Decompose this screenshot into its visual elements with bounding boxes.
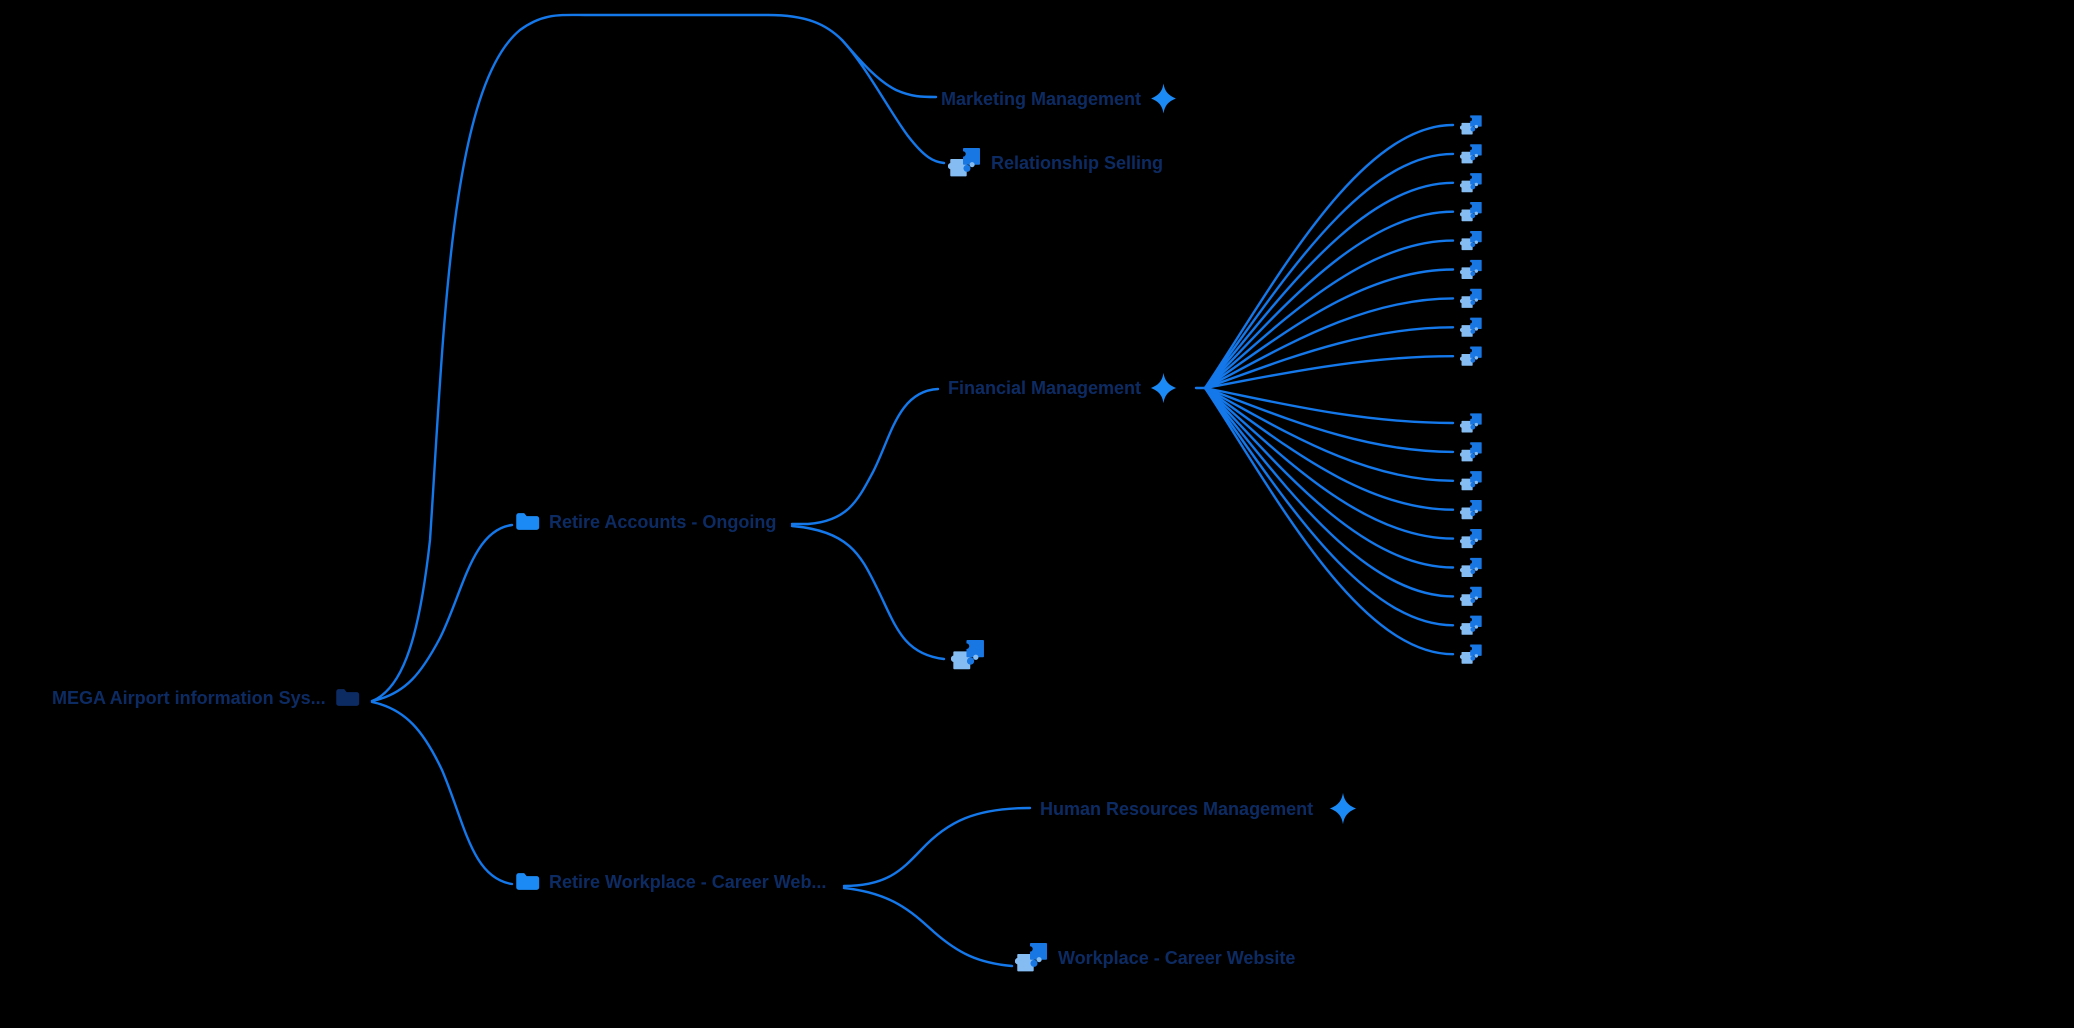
node-label: Marketing Management	[941, 88, 1142, 109]
node-label: Relationship Selling	[991, 153, 1164, 173]
component-puzzle-icon[interactable]	[1460, 173, 1482, 193]
component-puzzle-icon[interactable]	[1460, 471, 1482, 491]
component-puzzle-icon[interactable]	[1460, 413, 1482, 433]
edge-financial-to-component	[1203, 152, 1455, 390]
component-puzzle-icon[interactable]	[1460, 500, 1482, 520]
edge-financial-to-component	[1203, 268, 1455, 390]
sparkle-icon	[1150, 372, 1177, 404]
edge-financial-to-component	[1203, 181, 1455, 390]
node-label: Retire Workplace - Career Web...	[549, 871, 827, 892]
component-puzzle-icon[interactable]	[1460, 288, 1482, 308]
component-puzzle-icon[interactable]	[1460, 586, 1482, 606]
edge-financial-to-component	[1203, 386, 1455, 598]
sparkle-icon	[1150, 83, 1177, 114]
edge-financial-to-component	[1203, 386, 1455, 454]
component-puzzle-icon[interactable]	[1460, 259, 1482, 280]
component-puzzle-icon[interactable]	[1460, 115, 1482, 135]
edge-financial-to-component	[1203, 386, 1455, 425]
edge-financial-to-component	[1203, 239, 1455, 390]
node-workplace-career-website[interactable]: Workplace - Career Website	[1015, 941, 1295, 975]
component-puzzle-icon[interactable]	[1460, 144, 1482, 164]
edge-top-to-marketing	[840, 38, 938, 99]
edge-root-top-trunk	[370, 13, 844, 703]
edge-root-to-retire-accounts	[370, 523, 514, 703]
node-unnamed-component[interactable]	[951, 638, 986, 673]
node-financial-management[interactable]: Financial Management	[948, 372, 1177, 404]
edge-financial-to-component	[1203, 355, 1455, 390]
node-relationship-selling[interactable]: Relationship Selling	[948, 146, 1163, 180]
sparkle-icon	[1329, 792, 1357, 825]
edge-financial-to-component	[1203, 123, 1455, 390]
component-puzzle-icon[interactable]	[1460, 202, 1482, 222]
edge-root-to-retire-workplace	[370, 700, 514, 886]
edge-retire-accounts-to-financial	[790, 387, 940, 526]
edge-financial-to-component	[1203, 386, 1455, 569]
node-label: Financial Management	[948, 378, 1142, 398]
component-puzzle-icon[interactable]	[1460, 230, 1482, 251]
edge-financial-to-component	[1203, 326, 1455, 390]
financial-fan-edges	[1203, 123, 1455, 656]
node-label: MEGA Airport information Sys...	[52, 687, 326, 708]
edge-layer	[370, 13, 1212, 968]
node-human-resources[interactable]: Human Resources Management	[1040, 792, 1357, 825]
node-label: Human Resources Management	[1040, 798, 1314, 819]
component-puzzle-icon[interactable]	[1460, 644, 1482, 664]
node-label: Workplace - Career Website	[1058, 948, 1296, 968]
node-label: Retire Accounts - Ongoing	[549, 511, 777, 532]
puzzle-icon	[1015, 941, 1049, 975]
edge-financial-to-component	[1203, 386, 1455, 627]
puzzle-icon	[951, 638, 986, 673]
component-puzzle-icon[interactable]	[1460, 346, 1482, 366]
component-puzzle-icon[interactable]	[1460, 615, 1482, 635]
edge-financial-to-component	[1203, 386, 1455, 511]
puzzle-icon	[948, 146, 982, 180]
financial-fan-icons	[1460, 115, 1482, 664]
folder-icon	[515, 871, 540, 892]
node-retire-accounts[interactable]: Retire Accounts - Ongoing	[515, 511, 776, 532]
edge-top-to-relationship-selling	[840, 38, 946, 165]
folder-icon	[515, 511, 540, 532]
edge-financial-to-component	[1203, 297, 1455, 390]
folder-icon	[335, 687, 360, 708]
edge-retire-workplace-to-website	[842, 886, 1014, 968]
edge-retire-workplace-to-hr	[842, 806, 1032, 888]
component-puzzle-icon[interactable]	[1460, 317, 1482, 337]
edge-financial-to-component	[1203, 386, 1455, 482]
component-puzzle-icon[interactable]	[1460, 528, 1482, 549]
edge-retire-accounts-to-component	[790, 524, 946, 661]
edge-financial-to-component	[1203, 386, 1455, 656]
edge-financial-to-component	[1203, 210, 1455, 390]
edge-financial-to-component	[1203, 386, 1455, 540]
component-puzzle-icon[interactable]	[1460, 557, 1482, 578]
node-retire-workplace[interactable]: Retire Workplace - Career Web...	[515, 871, 826, 892]
node-marketing-management[interactable]: Marketing Management	[941, 83, 1177, 114]
component-puzzle-icon[interactable]	[1460, 442, 1482, 462]
node-root-application[interactable]: MEGA Airport information Sys...	[52, 687, 360, 708]
